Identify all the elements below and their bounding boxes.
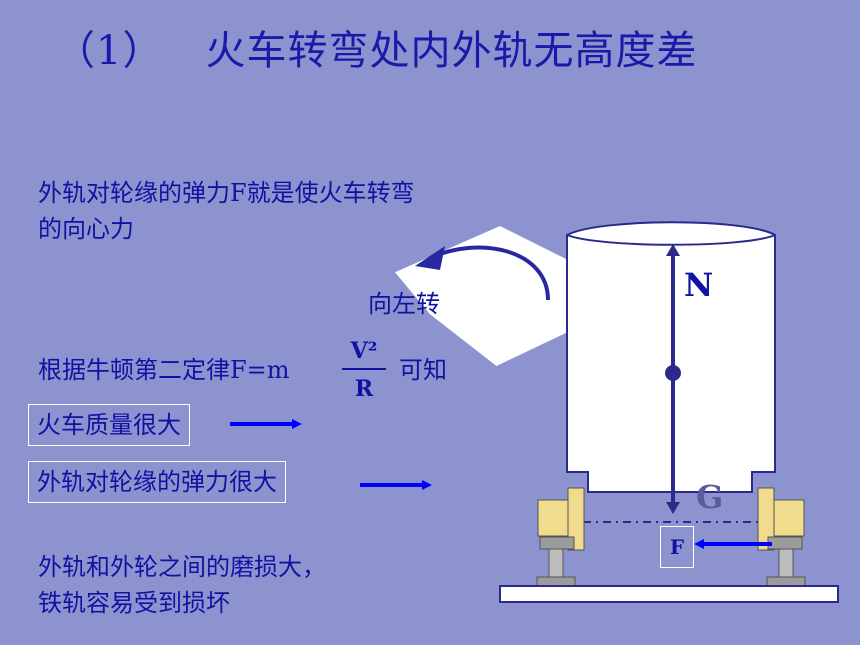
note-line-1: 外轨对轮缘的弹力F就是使火车转弯 (38, 179, 415, 207)
law-suffix: 可知 (399, 356, 447, 384)
fraction-bar (342, 368, 386, 370)
left-rail-web (548, 548, 564, 578)
flange-force-label: F (660, 526, 694, 568)
turn-arrow-head (415, 246, 445, 270)
turn-direction-label: 向左转 (368, 290, 440, 318)
right-rail-web (778, 548, 794, 578)
right-wheel (773, 499, 805, 537)
normal-force-label: N (684, 266, 714, 304)
conclusion-line-1: 外轨和外轮之间的磨损大， (38, 553, 326, 581)
law-prefix: 根据牛顿第二定律F=m (38, 356, 290, 384)
conclusion-line-2: 铁轨容易受到损坏 (38, 589, 230, 617)
title-number: （1） (55, 28, 164, 74)
fraction-v2-over-r: V² R (342, 338, 386, 402)
turn-arrow-arc (429, 245, 550, 301)
title-text: 火车转弯处内外轨无高度差 (205, 28, 698, 74)
force-box: 外轨对轮缘的弹力很大 (28, 461, 286, 503)
mass-box: 火车质量很大 (28, 404, 190, 446)
right-rail-head (767, 536, 803, 550)
note-line-2: 的向心力 (38, 215, 134, 243)
left-rail-head (539, 536, 575, 550)
fraction-numerator: V² (350, 338, 378, 364)
center-of-mass-dot (665, 365, 681, 381)
left-wheel (537, 499, 569, 537)
slide-title: （1） 火车转弯处内外轨无高度差 (55, 18, 697, 76)
fraction-denominator: R (354, 376, 374, 402)
ground-slab (499, 585, 839, 603)
right-rail-base (766, 576, 806, 587)
left-flange (567, 487, 585, 551)
left-rail-base (536, 576, 576, 587)
gravity-label: G (696, 478, 724, 516)
